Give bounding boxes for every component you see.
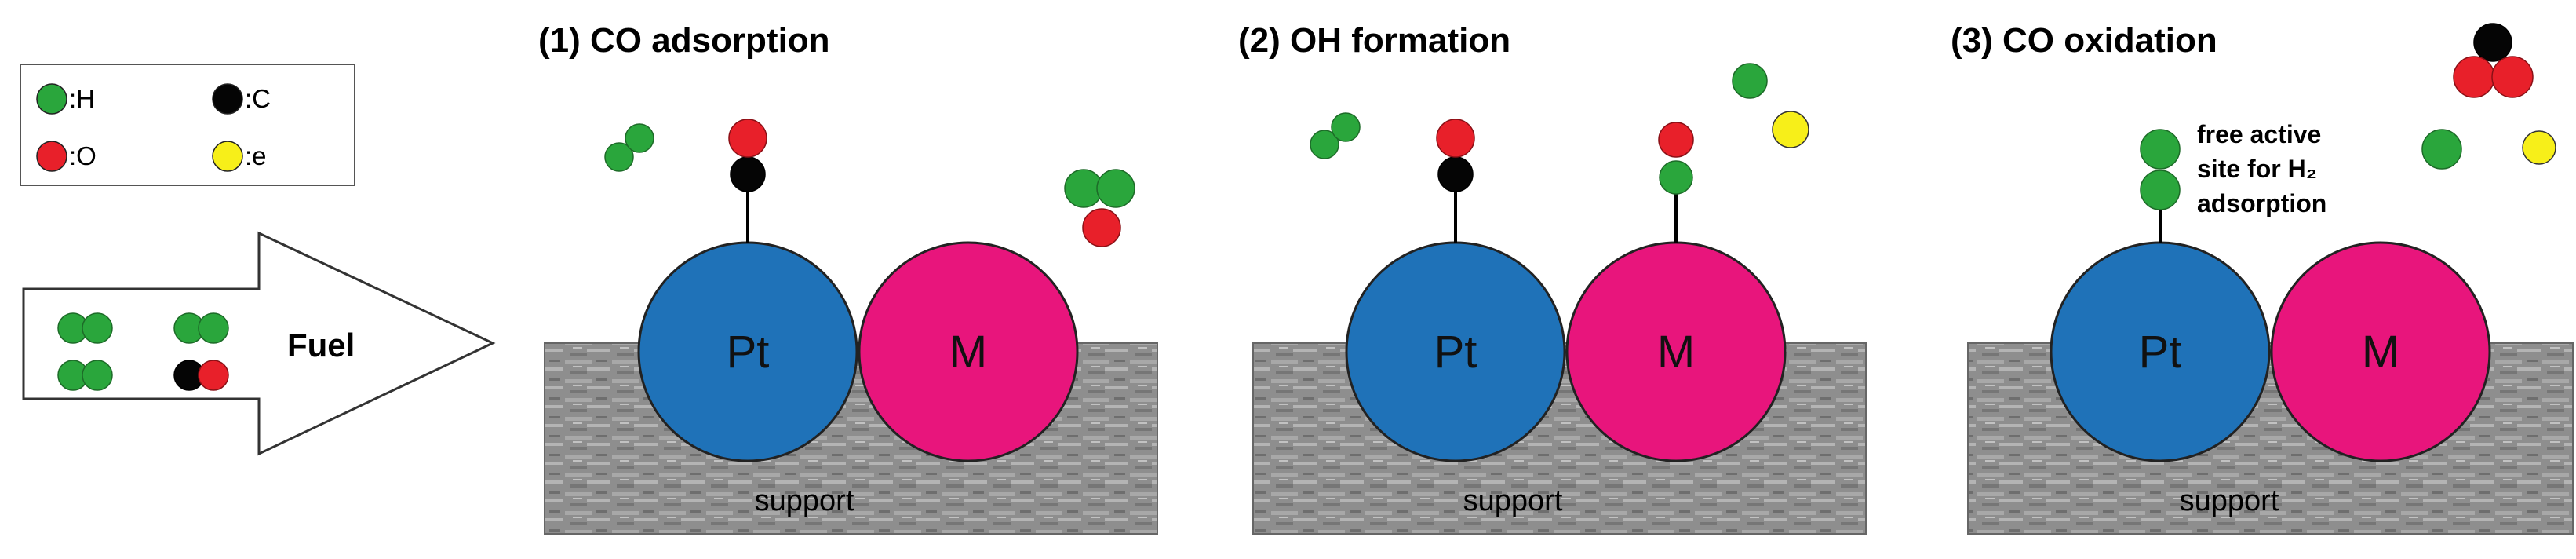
panel-title: (2) OH formation: [1238, 21, 1510, 60]
floating-h2: [1310, 112, 1361, 159]
legend-box: [20, 64, 355, 186]
fuel-h2-molecule: [57, 360, 113, 391]
m-particle: [2270, 241, 2491, 462]
adsorbed-co: [1436, 119, 1475, 243]
floating-proton: [1732, 63, 1768, 99]
m-label: M: [2362, 327, 2399, 378]
fuel-label: Fuel: [287, 327, 355, 364]
adsorbed-co: [728, 119, 767, 243]
legend-label-h: :H: [69, 84, 95, 113]
annotation-free-active-site: free active site for H₂ adsorption: [2197, 120, 2326, 217]
panel-co-adsorption: (1) CO adsorption support Pt M: [538, 21, 1158, 535]
carbon-atom-icon: [212, 83, 243, 115]
m-label: M: [949, 327, 987, 378]
m-particle: [858, 241, 1079, 462]
annotation-line-3: adsorption: [2197, 189, 2326, 217]
fuel-h2-molecule: [57, 312, 113, 344]
adsorbed-oh: [1658, 122, 1694, 243]
legend-label-o: :O: [69, 141, 97, 170]
legend-label-c: :C: [245, 84, 271, 113]
fuel-arrow: Fuel: [22, 231, 496, 456]
floating-co2: [2453, 23, 2534, 98]
panel-co-oxidation: (3) CO oxidation support Pt M free activ…: [1951, 21, 2574, 535]
legend: :H :C :O :e: [20, 64, 355, 186]
fuel-h2-molecule: [173, 312, 229, 344]
fuel-arrow-shape: [22, 231, 496, 456]
hydrogen-atom-icon: [36, 83, 67, 115]
annotation-line-2: site for H₂: [2197, 155, 2317, 183]
floating-electron: [2522, 130, 2556, 165]
legend-item-e: :e: [212, 141, 267, 172]
pt-label: Pt: [727, 327, 770, 378]
panel-title: (1) CO adsorption: [538, 21, 830, 60]
legend-item-o: :O: [36, 141, 97, 172]
panel-oh-formation: (2) OH formation support Pt M: [1238, 21, 1867, 535]
fuel-co-molecule: [173, 360, 229, 391]
floating-h2o: [1064, 169, 1135, 247]
support-label: support: [1463, 484, 1563, 517]
legend-item-h: :H: [36, 83, 95, 115]
floating-h2: [604, 123, 654, 172]
support-label: support: [2180, 484, 2279, 517]
pt-label: Pt: [2139, 327, 2182, 378]
adsorbed-h2: [2140, 129, 2181, 243]
oxygen-atom-icon: [36, 141, 67, 172]
pt-label: Pt: [1434, 327, 1477, 378]
annotation-line-1: free active: [2197, 120, 2321, 148]
floating-proton: [2421, 129, 2462, 170]
electron-icon: [212, 141, 243, 172]
support-label: support: [755, 484, 854, 517]
m-label: M: [1657, 327, 1695, 378]
legend-item-c: :C: [212, 83, 271, 115]
floating-electron: [1772, 111, 1809, 148]
legend-label-e: :e: [245, 141, 267, 170]
panel-title: (3) CO oxidation: [1951, 21, 2217, 60]
